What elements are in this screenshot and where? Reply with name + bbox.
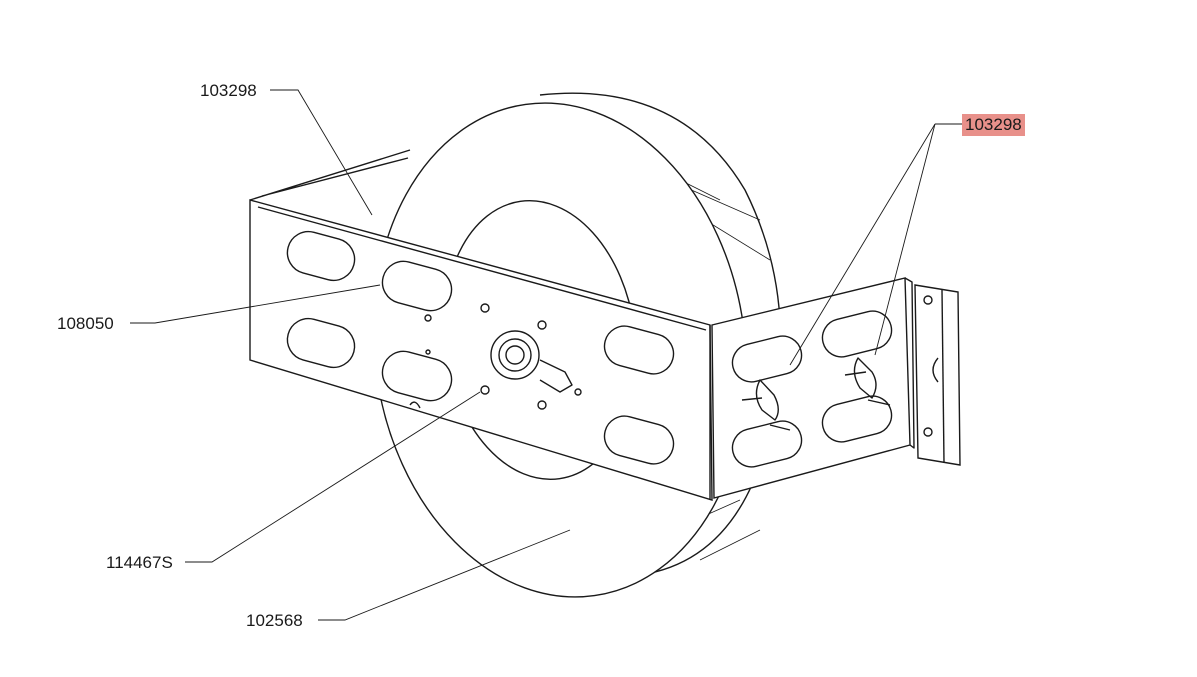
callout-102568: 102568 — [246, 611, 303, 630]
callout-108050: 108050 — [57, 314, 114, 333]
callout-top-right-103298: 103298 — [962, 114, 1025, 136]
bracket-back-edge — [249, 149, 411, 201]
side-bracket — [711, 277, 961, 499]
leader-lines — [130, 89, 962, 621]
mounting-bracket — [249, 199, 713, 501]
callout-114467S: 114467S — [106, 553, 173, 572]
callout-top-left-103298: 103298 — [200, 81, 257, 100]
